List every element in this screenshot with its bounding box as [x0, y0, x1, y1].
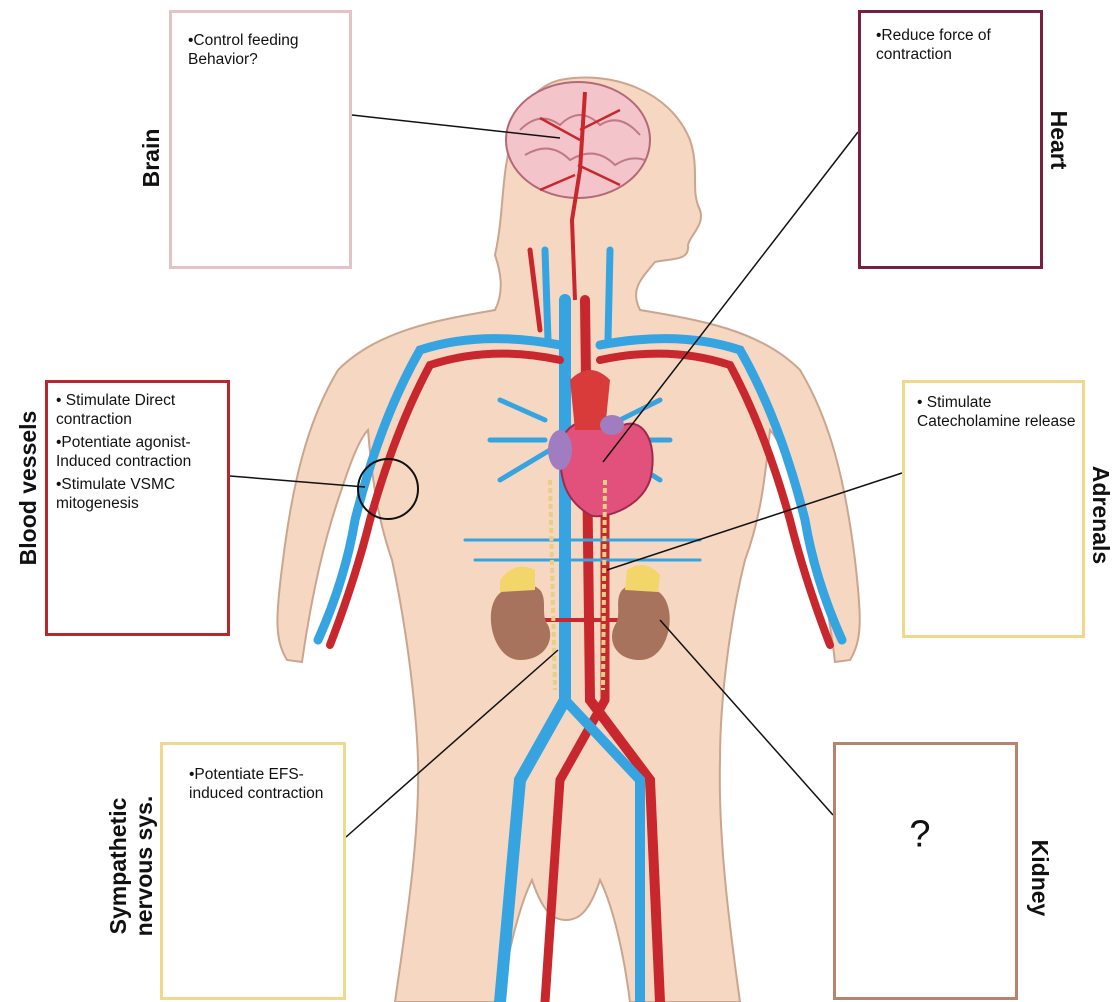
blood-vessels-item-3: •Stimulate VSMC mitogenesis — [56, 475, 226, 513]
kidney-label: Kidney — [1027, 840, 1053, 917]
sympathetic-item: •Potentiate EFS-induced contraction — [189, 765, 339, 803]
brain-item: •Control feeding Behavior? — [188, 31, 348, 69]
heart-label: Heart — [1046, 111, 1072, 170]
sympathetic-label-line1: Sympathetic — [105, 796, 131, 937]
brain-label: Brain — [138, 129, 164, 188]
blood-vessels-item-2: •Potentiate agonist-Induced contraction — [56, 433, 226, 471]
heart-item: •Reduce force of contraction — [876, 26, 1036, 64]
brain-box-text: •Control feeding Behavior? — [188, 31, 348, 73]
adrenals-item: • Stimulate Catecholamine release — [917, 393, 1077, 431]
kidney-question-mark: ? — [909, 814, 930, 857]
adrenals-box: • Stimulate Catecholamine release — [902, 380, 1085, 638]
heart-box-text: •Reduce force of contraction — [876, 26, 1036, 68]
blood-vessels-box: • Stimulate Direct contraction •Potentia… — [45, 380, 230, 636]
brain-box: •Control feeding Behavior? — [169, 10, 352, 269]
sympathetic-box: •Potentiate EFS-induced contraction — [160, 742, 346, 1000]
adrenals-box-text: • Stimulate Catecholamine release — [917, 393, 1077, 435]
sympathetic-box-text: •Potentiate EFS-induced contraction — [189, 765, 339, 807]
adrenals-label: Adrenals — [1088, 466, 1114, 564]
sympathetic-label-line2: nervous sys. — [131, 796, 157, 937]
blood-vessels-box-text: • Stimulate Direct contraction •Potentia… — [56, 391, 226, 517]
blood-vessels-label: Blood vessels — [15, 411, 41, 566]
sympathetic-label: Sympathetic nervous sys. — [105, 796, 157, 937]
heart-box: •Reduce force of contraction — [858, 10, 1043, 269]
kidney-box — [833, 742, 1018, 1000]
blood-vessels-item-1: • Stimulate Direct contraction — [56, 391, 226, 429]
